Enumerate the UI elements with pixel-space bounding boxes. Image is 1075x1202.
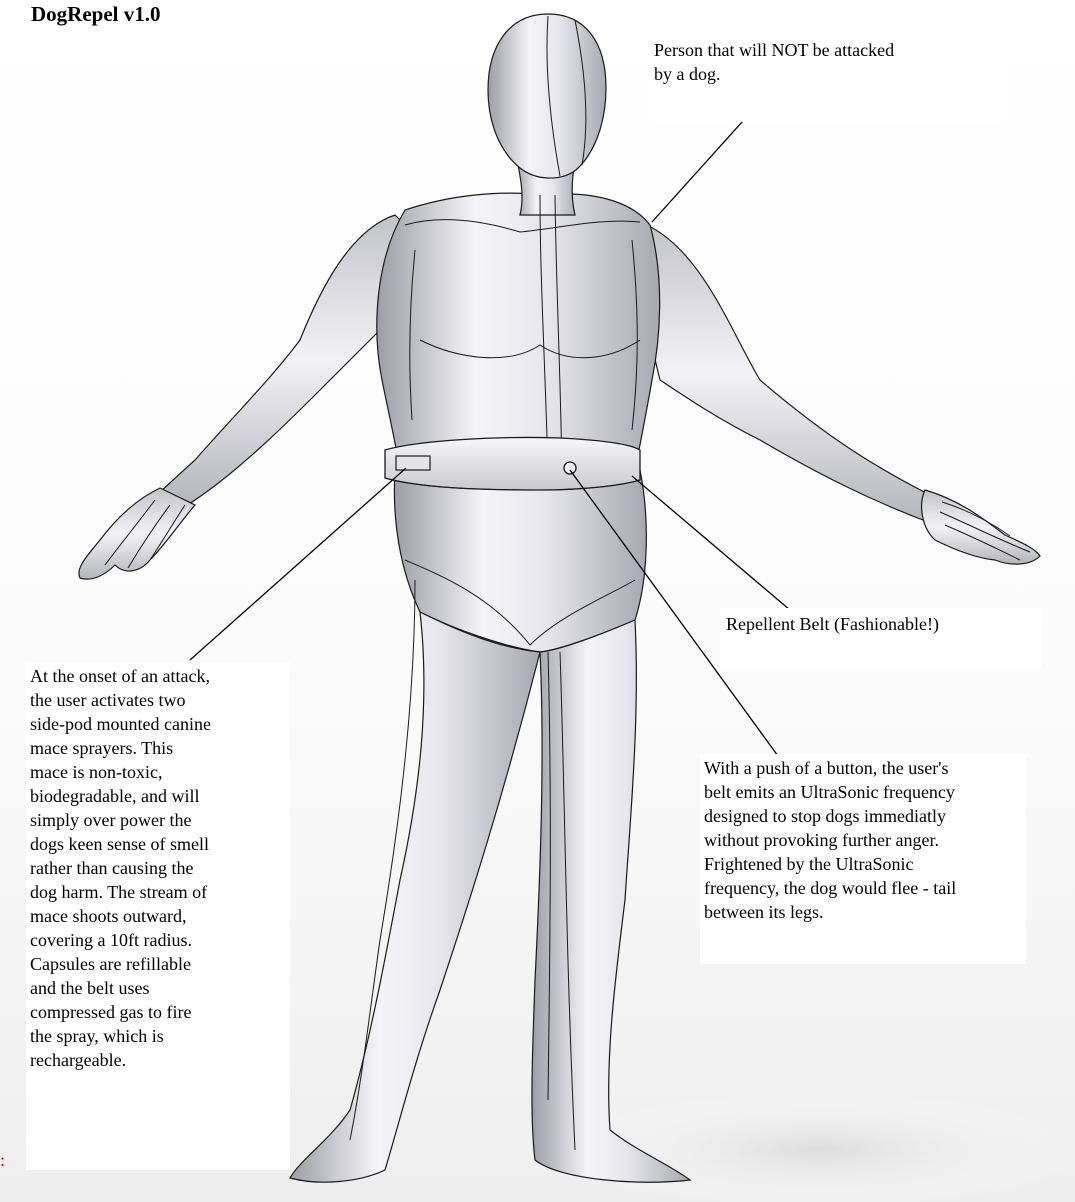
callout-person: Person that will NOT be attacked by a do…	[650, 36, 1006, 122]
side-pod-sprayer	[396, 456, 430, 470]
left-leg	[290, 612, 540, 1182]
leader-line-mace	[190, 468, 406, 660]
left-arm	[160, 215, 405, 504]
left-hand	[79, 488, 195, 579]
callout-ultrasonic: With a push of a button, the user's belt…	[700, 754, 1026, 964]
torso	[377, 193, 660, 470]
belt-button	[564, 462, 576, 474]
right-arm	[628, 222, 955, 523]
right-hand	[922, 490, 1040, 564]
right-leg	[532, 620, 690, 1182]
callout-repellent-belt: Repellent Belt (Fashionable!)	[720, 608, 1042, 668]
callout-mace-sprayer: At the onset of an attack, the user acti…	[26, 662, 290, 1170]
edge-marker: :	[0, 1150, 6, 1170]
leader-line-belt	[632, 476, 790, 610]
